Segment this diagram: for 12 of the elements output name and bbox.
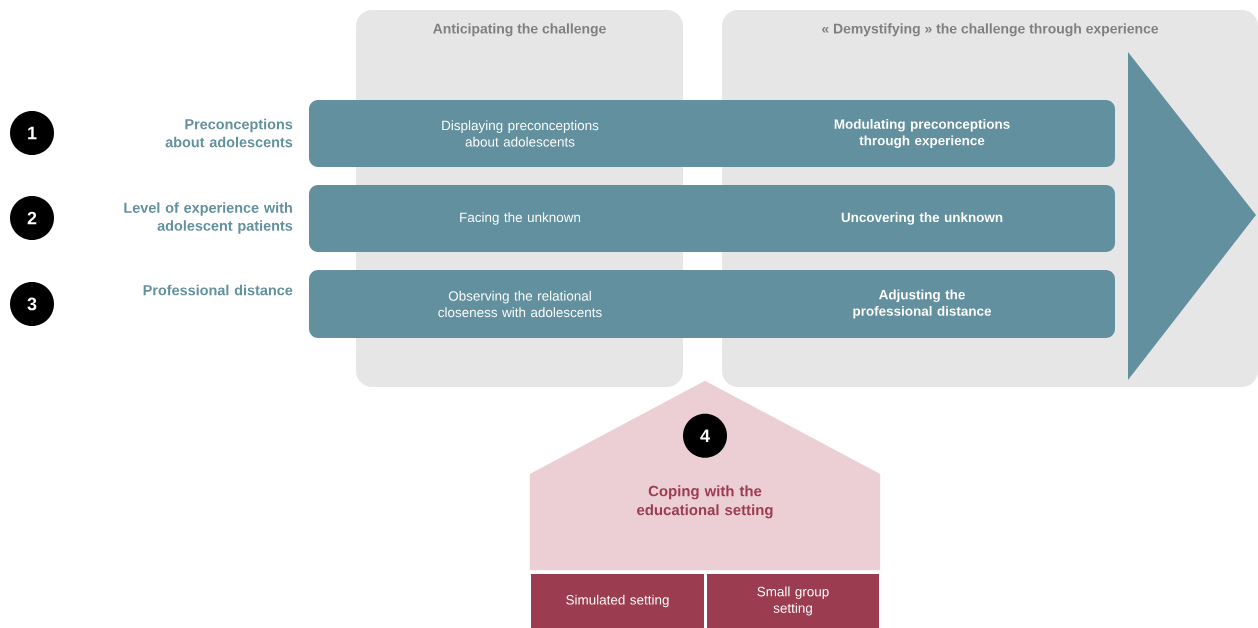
theme-label: Level of experience with adolescent patients bbox=[124, 202, 293, 234]
setting-box: Small group setting bbox=[707, 574, 879, 628]
theme-label: Preconceptions about adolescents bbox=[165, 118, 293, 148]
theme-bar: Facing the unknown Uncovering the unknown bbox=[309, 185, 1115, 252]
theme-bar: Observing the relational closeness with adolescents Adjusting the professional distance bbox=[309, 270, 1115, 338]
theme-label: Professional distance bbox=[143, 284, 293, 296]
number-badge: 2 bbox=[10, 196, 54, 240]
setting-box: Simulated setting bbox=[531, 574, 704, 628]
number-badge: 4 bbox=[683, 413, 727, 458]
theme-bar: Displaying preconceptions about adolescents Modulating preconceptions through experience bbox=[309, 100, 1115, 167]
number-badge: 1 bbox=[10, 111, 54, 155]
number-badge: 3 bbox=[10, 282, 54, 326]
